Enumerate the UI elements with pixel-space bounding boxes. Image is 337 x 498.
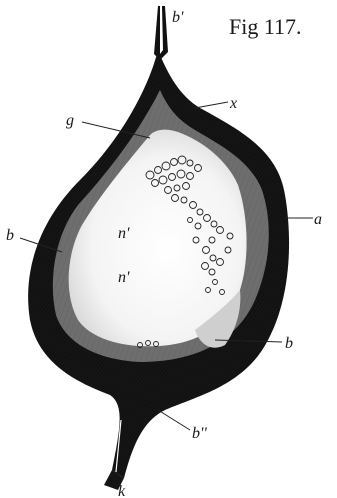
leader-b-double-prime [158,410,190,430]
label-b-right: b [285,335,293,352]
label-k: k [118,483,126,498]
label-b-double-prime: b'' [192,425,207,442]
figure-title: Fig 117. [229,14,302,39]
label-b-left: b [6,227,14,244]
label-b-prime: b' [172,9,184,26]
label-n-prime-1: n' [118,225,130,242]
label-n-prime-2: n' [118,269,130,286]
label-g: g [66,112,74,129]
label-a: a [314,211,322,228]
label-x: x [229,95,237,112]
leader-x [195,102,228,108]
